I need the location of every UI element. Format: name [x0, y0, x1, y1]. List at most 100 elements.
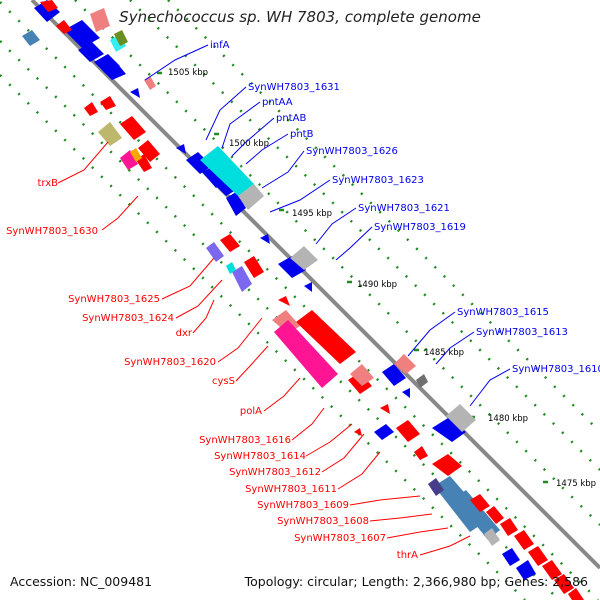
gene-block[interactable] [130, 148, 142, 162]
kbp-label: 1500 kbp [229, 139, 269, 149]
gene-label[interactable]: SynWH7803_1615 [457, 307, 549, 318]
gene-label[interactable]: SynWH7803_1610 [512, 364, 600, 375]
gene-arrow[interactable] [78, 42, 104, 62]
gene-arrow[interactable] [432, 454, 462, 476]
gene-block[interactable] [454, 490, 500, 540]
gene-arrow[interactable] [414, 446, 428, 460]
gene-arrow[interactable] [40, 0, 58, 12]
gene-block[interactable] [446, 404, 476, 432]
gene-arrow[interactable] [100, 96, 116, 110]
gene-label[interactable]: SynWH7803_1608 [277, 516, 369, 527]
gene-label[interactable]: infA [210, 40, 230, 51]
gene-arrow[interactable] [382, 364, 406, 386]
gene-arrow[interactable] [432, 418, 466, 442]
gene-block[interactable] [428, 478, 444, 496]
gene-arrow[interactable] [528, 546, 548, 566]
gene-arrow[interactable] [278, 256, 306, 278]
gene-label[interactable]: SynWH7803_1616 [199, 435, 291, 446]
gene-block[interactable] [200, 146, 254, 196]
gene-arrow[interactable] [120, 116, 146, 140]
gene-label[interactable]: SynWH7803_1609 [257, 500, 349, 511]
gene-label[interactable]: SynWH7803_1623 [332, 175, 424, 186]
gene-arrow[interactable] [486, 506, 504, 524]
gene-label[interactable]: SynWH7803_1631 [248, 82, 340, 93]
gene-label[interactable]: SynWH7803_1620 [124, 357, 216, 368]
gene-arrow[interactable] [514, 530, 534, 550]
reverse-gene-labels: infA SynWH7803_1631 pntAA pntAB pntB Syn… [210, 40, 600, 375]
gene-label[interactable]: pntB [290, 129, 314, 140]
gene-label[interactable]: SynWH7803_1621 [358, 203, 450, 214]
gene-label[interactable]: polA [240, 406, 262, 417]
map-title: Synechococcus sp. WH 7803, complete geno… [119, 8, 481, 26]
gene-block[interactable] [226, 262, 236, 274]
gene-block[interactable] [416, 374, 428, 388]
gene-arrow[interactable] [296, 310, 356, 364]
gene-arrow[interactable] [470, 494, 490, 512]
gene-label[interactable]: SynWH7803_1611 [245, 484, 337, 495]
gene-arrow[interactable] [130, 88, 140, 98]
gene-arrow[interactable] [102, 62, 126, 80]
gene-label[interactable]: trxB [37, 178, 58, 189]
gene-label[interactable]: pntAB [276, 113, 306, 124]
gene-arrow[interactable] [138, 140, 160, 162]
gene-arrow[interactable] [84, 102, 98, 116]
gene-block[interactable] [484, 528, 500, 546]
gene-arrow[interactable] [34, 0, 60, 22]
gene-label[interactable]: cysS [212, 376, 235, 387]
genome-backbone [30, 0, 600, 570]
gene-arrow[interactable] [396, 420, 420, 442]
gene-block[interactable] [274, 320, 338, 388]
gene-label[interactable]: SynWH7803_1612 [229, 467, 321, 478]
gene-arrow[interactable] [226, 192, 246, 216]
gene-arrow[interactable] [244, 256, 264, 278]
gene-arrow[interactable] [542, 560, 562, 580]
gene-block[interactable] [232, 266, 252, 292]
gene-block[interactable] [144, 76, 156, 90]
gene-arrow[interactable] [554, 574, 574, 594]
gene-arrow[interactable] [568, 588, 584, 600]
gene-label[interactable]: SynWH7803_1619 [374, 222, 466, 233]
gene-label[interactable]: thrA [397, 550, 418, 561]
gene-label[interactable]: SynWH7803_1626 [306, 146, 398, 157]
gene-label[interactable]: SynWH7803_1613 [476, 327, 568, 338]
gene-block[interactable] [90, 8, 110, 32]
gene-arrow[interactable] [374, 424, 394, 440]
gene-arrow[interactable] [354, 428, 362, 436]
gene-label[interactable]: pntAA [262, 97, 293, 108]
gene-block[interactable] [114, 30, 128, 46]
gene-arrow[interactable] [516, 560, 536, 580]
gene-arrow[interactable] [176, 144, 186, 154]
kbp-labels: 1505 kbp 1500 kbp 1495 kbp 1490 kbp 1485… [168, 68, 596, 489]
forward-leaders [57, 141, 471, 556]
gene-block[interactable] [206, 242, 224, 262]
gene-label[interactable]: dxr [176, 328, 193, 339]
gene-arrow[interactable] [304, 282, 312, 292]
gene-arrow[interactable] [56, 20, 72, 34]
gene-label[interactable]: SynWH7803_1624 [82, 313, 174, 324]
gene-arrow[interactable] [186, 152, 212, 174]
gene-arrow[interactable] [278, 296, 290, 306]
gene-arrow[interactable] [380, 404, 390, 414]
gene-arrow[interactable] [216, 180, 236, 196]
gene-label[interactable]: SynWH7803_1630 [6, 226, 98, 237]
gene-arrow[interactable] [64, 20, 100, 48]
gene-arrow[interactable] [500, 518, 518, 536]
gene-label[interactable]: SynWH7803_1614 [214, 451, 306, 462]
gene-arrow[interactable] [502, 548, 520, 566]
kbp-label: 1495 kbp [292, 209, 332, 219]
gene-block[interactable] [22, 30, 40, 46]
gene-label[interactable]: SynWH7803_1607 [294, 533, 386, 544]
gene-label[interactable]: SynWH7803_1625 [68, 294, 160, 305]
gene-arrow[interactable] [220, 234, 240, 252]
gene-block[interactable] [350, 364, 374, 386]
gene-block[interactable] [98, 122, 122, 146]
reverse-leaders [144, 44, 511, 407]
gene-block[interactable] [120, 150, 138, 170]
gene-block[interactable] [290, 246, 318, 270]
gene-arrow[interactable] [260, 234, 270, 244]
gene-arrow[interactable] [202, 166, 228, 188]
gene-block[interactable] [394, 354, 416, 374]
gene-arrow[interactable] [402, 388, 410, 398]
gene-block[interactable] [238, 184, 264, 210]
